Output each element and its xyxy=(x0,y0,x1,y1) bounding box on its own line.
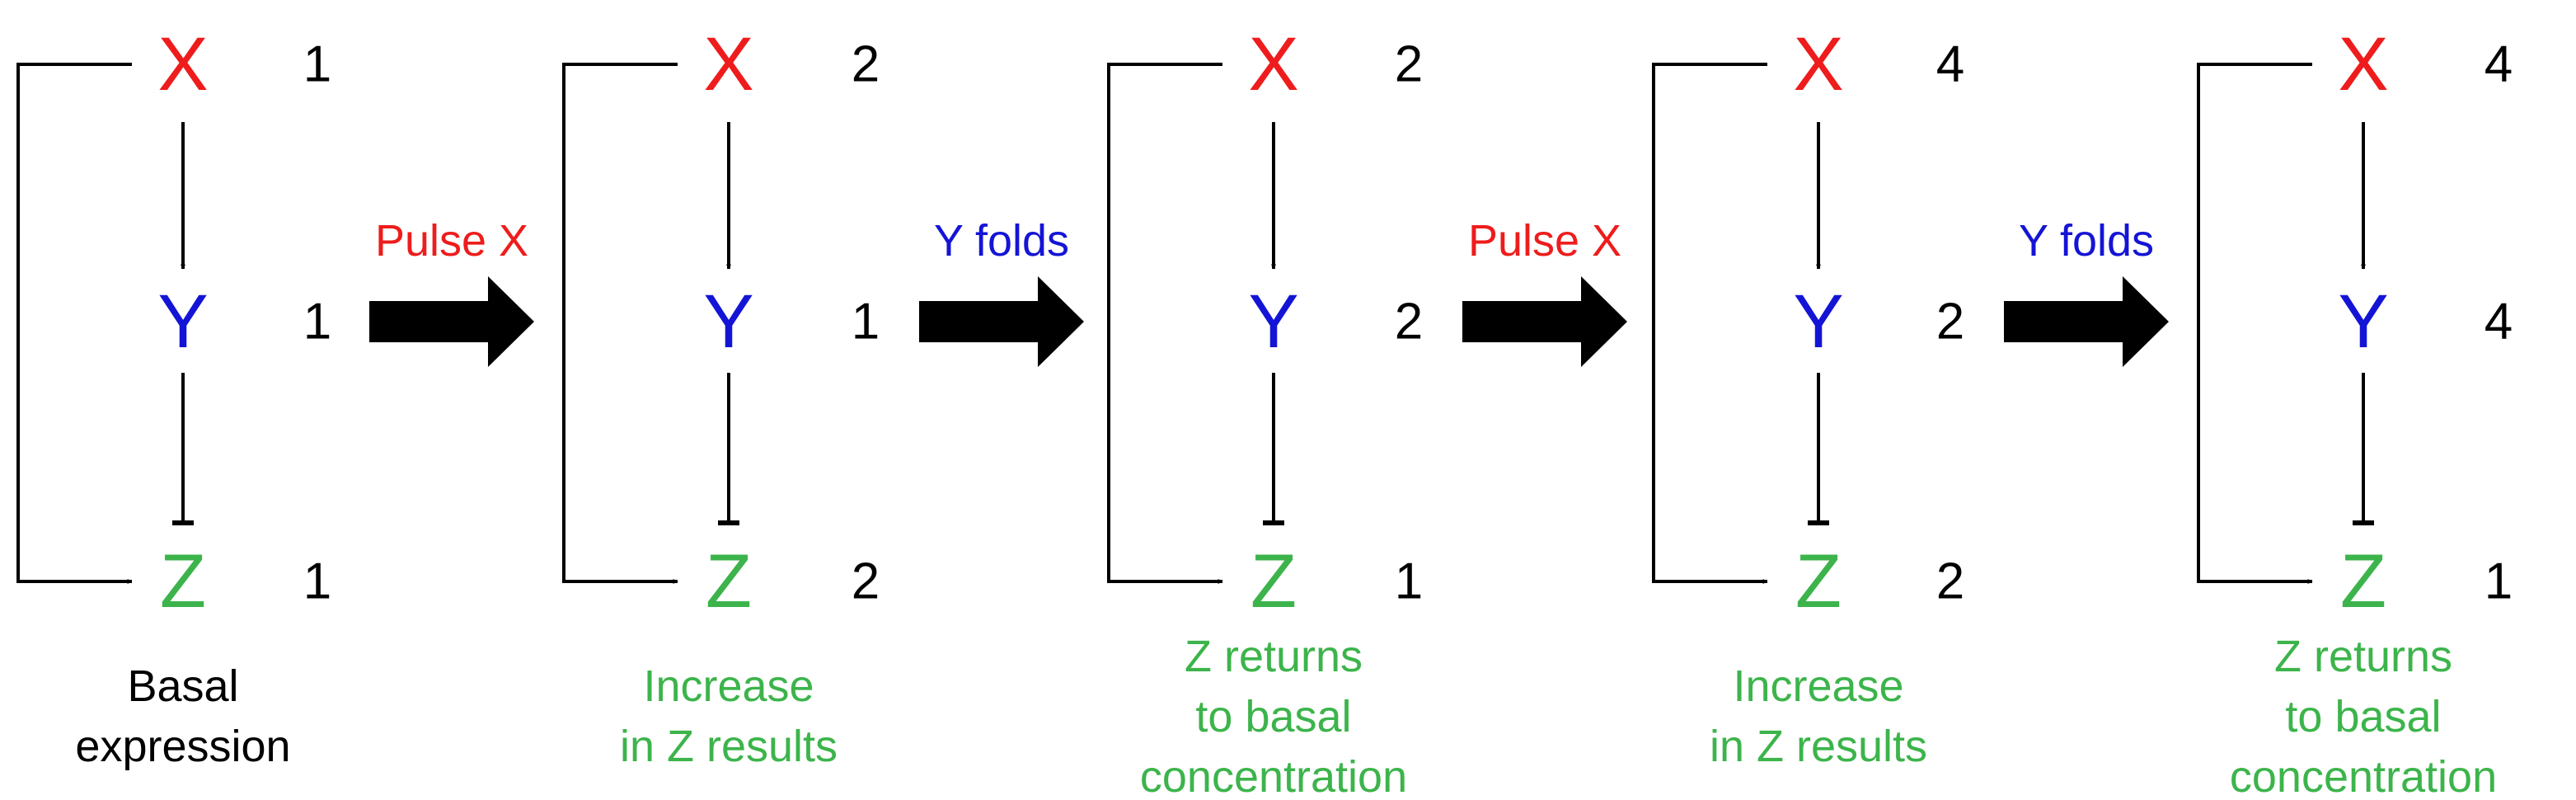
x-to-z-activation-arrow xyxy=(562,63,678,584)
transitions: Pulse X Y folds Pulse X Y folds xyxy=(369,216,2169,367)
node-x: X xyxy=(2338,22,2388,106)
node-z: Z xyxy=(1795,539,1842,624)
transition: Y folds xyxy=(919,216,1084,367)
panel: X Y Z 4 4 1 Z returns to basal concentration xyxy=(2197,22,2513,800)
caption-line: Increase xyxy=(643,661,814,711)
z-value: 2 xyxy=(1936,553,1964,610)
z-value: 1 xyxy=(2485,553,2513,610)
caption-line: concentration xyxy=(1140,752,1407,800)
z-value: 1 xyxy=(303,553,331,610)
caption-line: expression xyxy=(75,722,290,771)
transition: Y folds xyxy=(2004,216,2169,367)
z-value: 1 xyxy=(1395,553,1423,610)
y-value: 1 xyxy=(303,294,331,351)
x-to-z-activation-arrow xyxy=(2197,63,2313,584)
x-value: 1 xyxy=(303,36,331,93)
y-value: 2 xyxy=(1936,294,1964,351)
transition-arrow-icon xyxy=(919,276,1084,367)
caption-line: in Z results xyxy=(1710,722,1927,771)
node-y: Y xyxy=(157,280,208,364)
node-x: X xyxy=(703,22,753,106)
caption-line: to basal xyxy=(2285,692,2441,741)
caption-line: Basal xyxy=(127,661,238,711)
caption-line: Z returns xyxy=(1185,632,1363,681)
x-value: 4 xyxy=(1936,36,1964,93)
transition-arrow-icon xyxy=(369,276,534,367)
caption-line: Z returns xyxy=(2274,632,2452,681)
y-value: 1 xyxy=(852,294,880,351)
node-z: Z xyxy=(706,539,752,624)
node-x: X xyxy=(157,22,208,106)
caption-line: concentration xyxy=(2230,752,2497,800)
panel: X Y Z 2 2 1 Z returns to basal concentration xyxy=(1107,22,1423,800)
transition-label: Pulse X xyxy=(375,216,528,266)
node-y: Y xyxy=(1248,280,1298,364)
caption-line: to basal xyxy=(1195,692,1351,741)
y-value: 4 xyxy=(2485,294,2513,351)
transition: Pulse X xyxy=(369,216,534,367)
transition-label: Y folds xyxy=(2019,216,2154,266)
transition: Pulse X xyxy=(1462,216,1627,367)
x-value: 2 xyxy=(852,36,880,93)
x-to-z-activation-arrow xyxy=(1652,63,1768,584)
x-value: 4 xyxy=(2485,36,2513,93)
transition-arrow-icon xyxy=(2004,276,2169,367)
x-to-z-activation-arrow xyxy=(16,63,133,584)
node-y: Y xyxy=(2338,280,2388,364)
caption-line: in Z results xyxy=(620,722,838,771)
transition-label: Pulse X xyxy=(1468,216,1621,266)
node-y: Y xyxy=(703,280,753,364)
node-z: Z xyxy=(1250,539,1297,624)
node-z: Z xyxy=(160,539,206,624)
caption-line: Increase xyxy=(1733,661,1903,711)
node-x: X xyxy=(1793,22,1843,106)
x-value: 2 xyxy=(1395,36,1423,93)
y-value: 2 xyxy=(1395,294,1423,351)
transition-arrow-icon xyxy=(1462,276,1627,367)
node-z: Z xyxy=(2340,539,2386,624)
node-x: X xyxy=(1248,22,1298,106)
node-y: Y xyxy=(1793,280,1843,364)
z-value: 2 xyxy=(852,553,880,610)
transition-label: Y folds xyxy=(934,216,1069,266)
x-to-z-activation-arrow xyxy=(1107,63,1223,584)
